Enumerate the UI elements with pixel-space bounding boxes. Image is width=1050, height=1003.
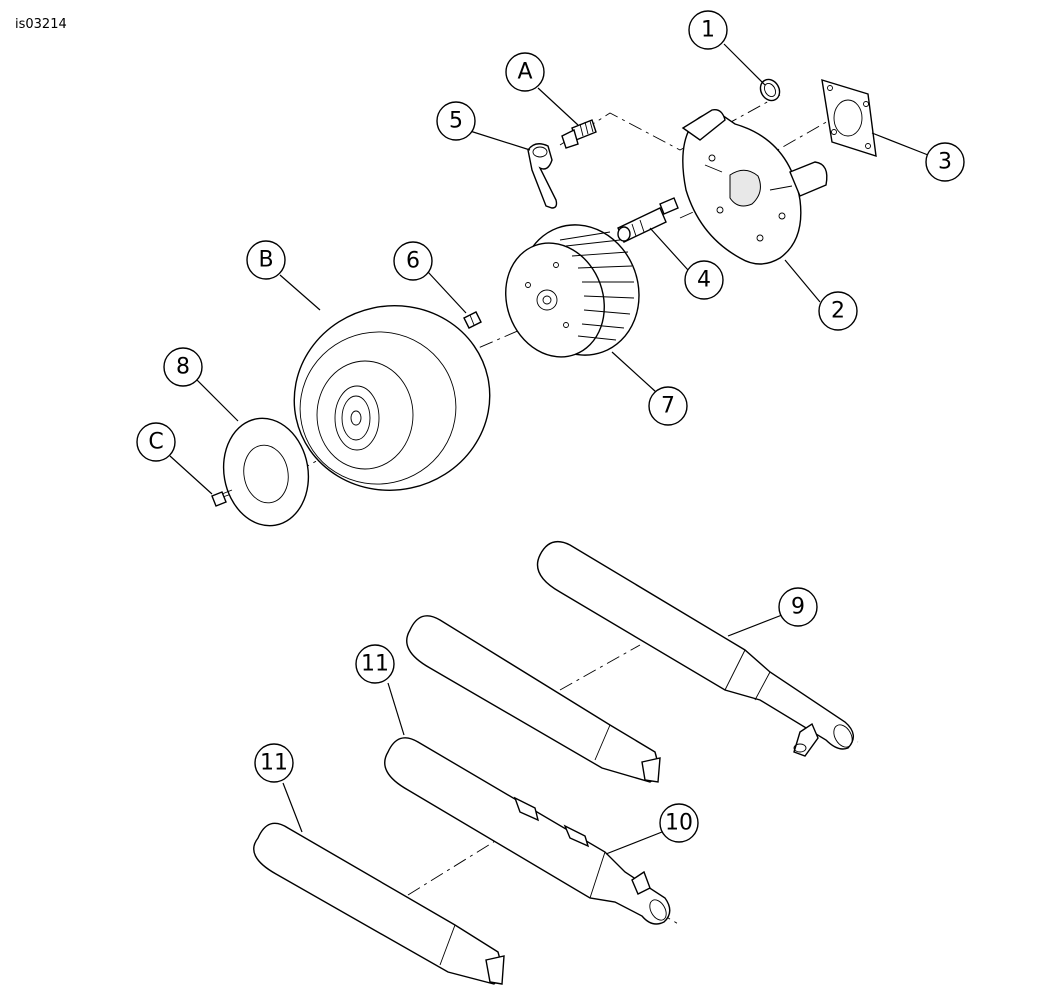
part-A-breather-bolt — [561, 119, 597, 149]
svg-text:2: 2 — [831, 299, 845, 324]
callout-11-lower: 11 — [254, 743, 294, 783]
callout-2: 2 — [818, 291, 858, 331]
muffler-middle-left — [406, 615, 661, 783]
svg-text:11: 11 — [260, 751, 288, 776]
svg-text:1: 1 — [701, 18, 715, 43]
callout-C: C — [136, 422, 176, 462]
svg-text:10: 10 — [665, 811, 693, 836]
callout-4: 4 — [684, 260, 724, 300]
svg-text:5: 5 — [449, 109, 463, 134]
svg-text:C: C — [148, 430, 163, 455]
svg-text:8: 8 — [176, 355, 190, 380]
part-5-breather-elbow — [527, 143, 558, 209]
callout-A: A — [505, 52, 545, 92]
callout-1: 1 — [688, 10, 728, 50]
part-C-screw — [211, 489, 233, 507]
part-4-stud — [617, 197, 679, 243]
part-8-trim-ring — [222, 417, 310, 527]
callout-7: 7 — [648, 386, 688, 426]
svg-text:6: 6 — [406, 249, 420, 274]
part-7-filter-element — [505, 224, 640, 358]
part-2-backplate — [681, 109, 828, 265]
svg-text:3: 3 — [938, 150, 952, 175]
svg-text:4: 4 — [697, 268, 711, 293]
part-3-gasket — [821, 79, 877, 158]
callout-5: 5 — [436, 101, 476, 141]
part-6-screw — [463, 311, 482, 329]
callout-8: 8 — [163, 347, 203, 387]
leader-lines — [169, 43, 929, 855]
part-9-muffler-upper — [536, 541, 854, 757]
part-B-cover — [293, 305, 491, 491]
callout-10: 10 — [659, 803, 699, 843]
svg-text:A: A — [517, 60, 532, 85]
part-11-muffler-lower — [253, 822, 505, 985]
svg-text:9: 9 — [791, 595, 805, 620]
callout-3: 3 — [925, 142, 965, 182]
part-10-muffler-middle — [384, 737, 671, 925]
callout-9: 9 — [778, 587, 818, 627]
svg-text:B: B — [258, 248, 273, 273]
callout-6: 6 — [393, 241, 433, 281]
svg-text:7: 7 — [661, 394, 675, 419]
callout-B: B — [246, 240, 286, 280]
callout-11-upper: 11 — [355, 644, 395, 684]
figure-id: is03214 — [15, 17, 67, 32]
svg-text:11: 11 — [361, 652, 389, 677]
